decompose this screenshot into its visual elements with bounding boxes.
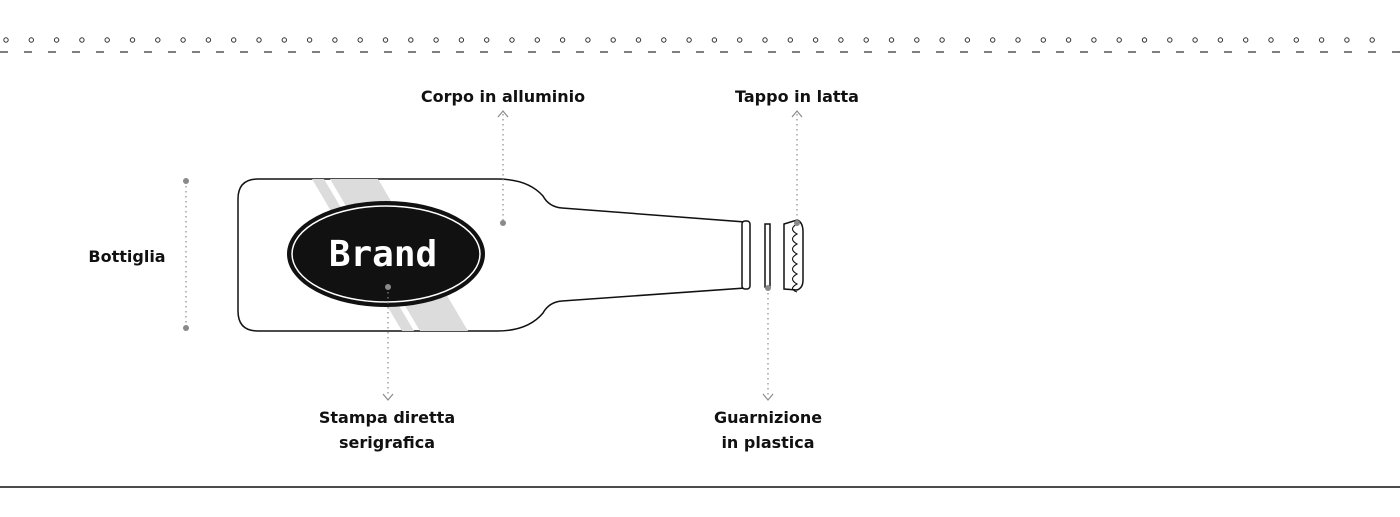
border-circle <box>585 37 591 43</box>
border-circle <box>281 37 287 43</box>
border-circle <box>711 37 718 43</box>
border-circle <box>1192 37 1198 43</box>
border-circle <box>737 37 743 43</box>
border-circle <box>433 37 439 43</box>
border-circle <box>79 37 85 43</box>
brand-label-outer <box>287 201 485 307</box>
label-gasket-line2: in plastica <box>721 433 814 452</box>
leader-body <box>497 110 509 226</box>
border-circle <box>1040 37 1047 43</box>
border-circle <box>3 37 9 43</box>
border-circle <box>155 37 161 43</box>
label-body: Corpo in alluminio <box>421 87 585 106</box>
border-circle <box>610 37 616 43</box>
border-circle <box>1268 37 1274 43</box>
border-circle <box>180 37 186 43</box>
border-circle <box>104 37 110 43</box>
border-circle <box>1217 37 1224 43</box>
border-circle <box>306 37 313 43</box>
border-circle <box>28 37 34 43</box>
border-circle <box>1116 37 1122 43</box>
border-circle <box>787 37 793 43</box>
top-border-circles <box>3 37 1375 43</box>
top-border <box>0 37 1400 53</box>
border-circle <box>559 37 566 43</box>
border-circle <box>990 37 996 43</box>
border-circle <box>812 37 819 43</box>
border-circle <box>964 37 971 43</box>
border-circle <box>762 37 768 43</box>
leader-gasket <box>762 285 774 401</box>
bottle-lip <box>741 220 751 290</box>
border-circle <box>1065 37 1072 43</box>
cap-crimp <box>791 223 799 293</box>
border-circle <box>1318 37 1325 43</box>
border-circle <box>661 37 667 43</box>
border-circle <box>256 37 262 43</box>
border-circle <box>357 37 363 43</box>
border-circle <box>1091 37 1097 43</box>
border-circle <box>1141 37 1148 43</box>
border-circle <box>129 37 136 43</box>
border-circle <box>408 37 414 43</box>
border-circle <box>1167 37 1173 43</box>
border-circle <box>1293 37 1300 43</box>
cap-outline <box>783 219 804 291</box>
label-bottle: Bottiglia <box>88 247 165 266</box>
leader-cap <box>791 110 803 226</box>
border-circle <box>205 37 212 43</box>
brand-text: Brand <box>329 234 437 275</box>
border-circle <box>458 37 465 43</box>
plastic-gasket <box>764 223 771 288</box>
border-circle <box>686 37 692 43</box>
leader-print <box>382 284 394 401</box>
label-print-line1: Stampa diretta <box>319 408 455 427</box>
border-circle <box>1369 37 1375 43</box>
label-gasket-line1: Guarnizione <box>714 408 822 427</box>
border-circle <box>534 37 540 43</box>
border-circle <box>939 37 945 43</box>
border-circle <box>332 37 338 43</box>
brand-label: Brand <box>287 201 485 307</box>
border-circle <box>382 37 389 43</box>
border-circle <box>231 37 237 43</box>
border-circle <box>914 37 920 43</box>
border-circle <box>53 37 60 43</box>
border-circle <box>888 37 895 43</box>
tin-cap <box>783 219 804 293</box>
border-circle <box>1344 37 1350 43</box>
border-circle <box>635 37 642 43</box>
border-circle <box>1015 37 1021 43</box>
brand-label-inner-ring <box>291 205 481 303</box>
border-circle <box>1243 37 1249 43</box>
label-print-line2: serigrafica <box>339 433 435 452</box>
leader-bottle <box>183 178 189 331</box>
border-circle <box>509 37 515 43</box>
border-circle <box>838 37 844 43</box>
border-circle <box>484 37 490 43</box>
label-cap: Tappo in latta <box>735 87 859 106</box>
border-circle <box>863 37 869 43</box>
